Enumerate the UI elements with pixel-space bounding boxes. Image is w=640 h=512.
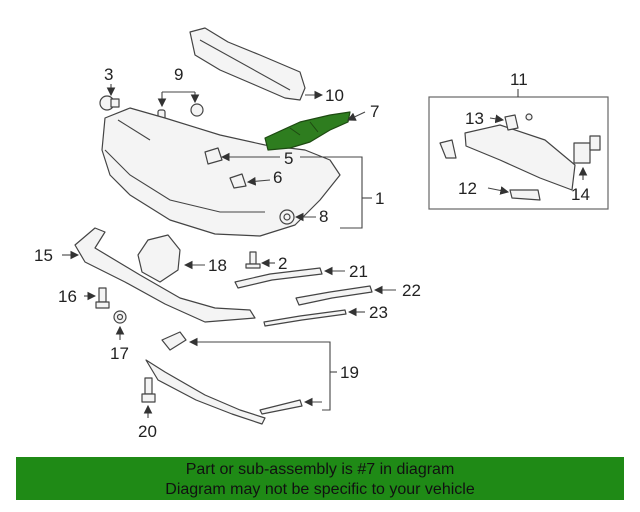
- callout-22: 22: [402, 281, 421, 300]
- info-banner: Part or sub-assembly is #7 in diagram Di…: [16, 457, 624, 500]
- part-18-bracket[interactable]: [137, 234, 181, 283]
- callout-2: 2: [278, 254, 287, 273]
- part-16-bolt[interactable]: [95, 287, 110, 309]
- callout-19: 19: [340, 363, 359, 382]
- part-15-lower-valance[interactable]: [74, 227, 256, 323]
- banner-line-1: Part or sub-assembly is #7 in diagram: [185, 461, 455, 478]
- part-19-lower-trim[interactable]: [145, 331, 303, 425]
- part-10-energy-absorber[interactable]: [189, 27, 306, 101]
- callout-10: 10: [325, 86, 344, 105]
- callout-7: 7: [370, 102, 379, 121]
- part-11-reinforcement[interactable]: [464, 113, 576, 191]
- callout-20: 20: [138, 422, 157, 441]
- part-2-screw[interactable]: [245, 251, 261, 269]
- callout-5: 5: [284, 149, 293, 168]
- callout-9: 9: [174, 65, 183, 84]
- callout-3: 3: [104, 65, 113, 84]
- parts-diagram: 10 3 9 4 7 5 6: [34, 27, 609, 441]
- callout-18: 18: [208, 256, 227, 275]
- part-7-bracket[interactable]: [264, 111, 351, 151]
- callout-17: 17: [110, 344, 129, 363]
- part-20-bolt[interactable]: [141, 377, 156, 403]
- part-17-nut[interactable]: [113, 310, 127, 324]
- callout-14: 14: [571, 185, 590, 204]
- part-12-bracket[interactable]: [439, 139, 541, 201]
- part-13-clip[interactable]: [504, 114, 519, 131]
- part-22-strip[interactable]: [295, 285, 373, 306]
- part-1-bumper-cover[interactable]: [101, 107, 341, 237]
- callout-12: 12: [458, 179, 477, 198]
- part-21-strip[interactable]: [234, 267, 323, 289]
- callout-11: 11: [510, 70, 528, 89]
- part-3-clip[interactable]: [99, 95, 120, 111]
- callout-6: 6: [273, 168, 282, 187]
- callout-23: 23: [369, 303, 388, 322]
- banner-line-2: Diagram may not be specific to your vehi…: [165, 481, 475, 498]
- callout-21: 21: [349, 262, 368, 281]
- part-14-block[interactable]: [573, 135, 601, 164]
- callout-8: 8: [319, 207, 328, 226]
- callout-15: 15: [34, 246, 53, 265]
- part-6-bracket[interactable]: [229, 173, 247, 189]
- part-23-strip[interactable]: [263, 309, 347, 327]
- callout-13: 13: [465, 109, 484, 128]
- callout-16: 16: [58, 287, 77, 306]
- part-8-nut[interactable]: [279, 209, 295, 225]
- callout-1: 1: [375, 189, 384, 208]
